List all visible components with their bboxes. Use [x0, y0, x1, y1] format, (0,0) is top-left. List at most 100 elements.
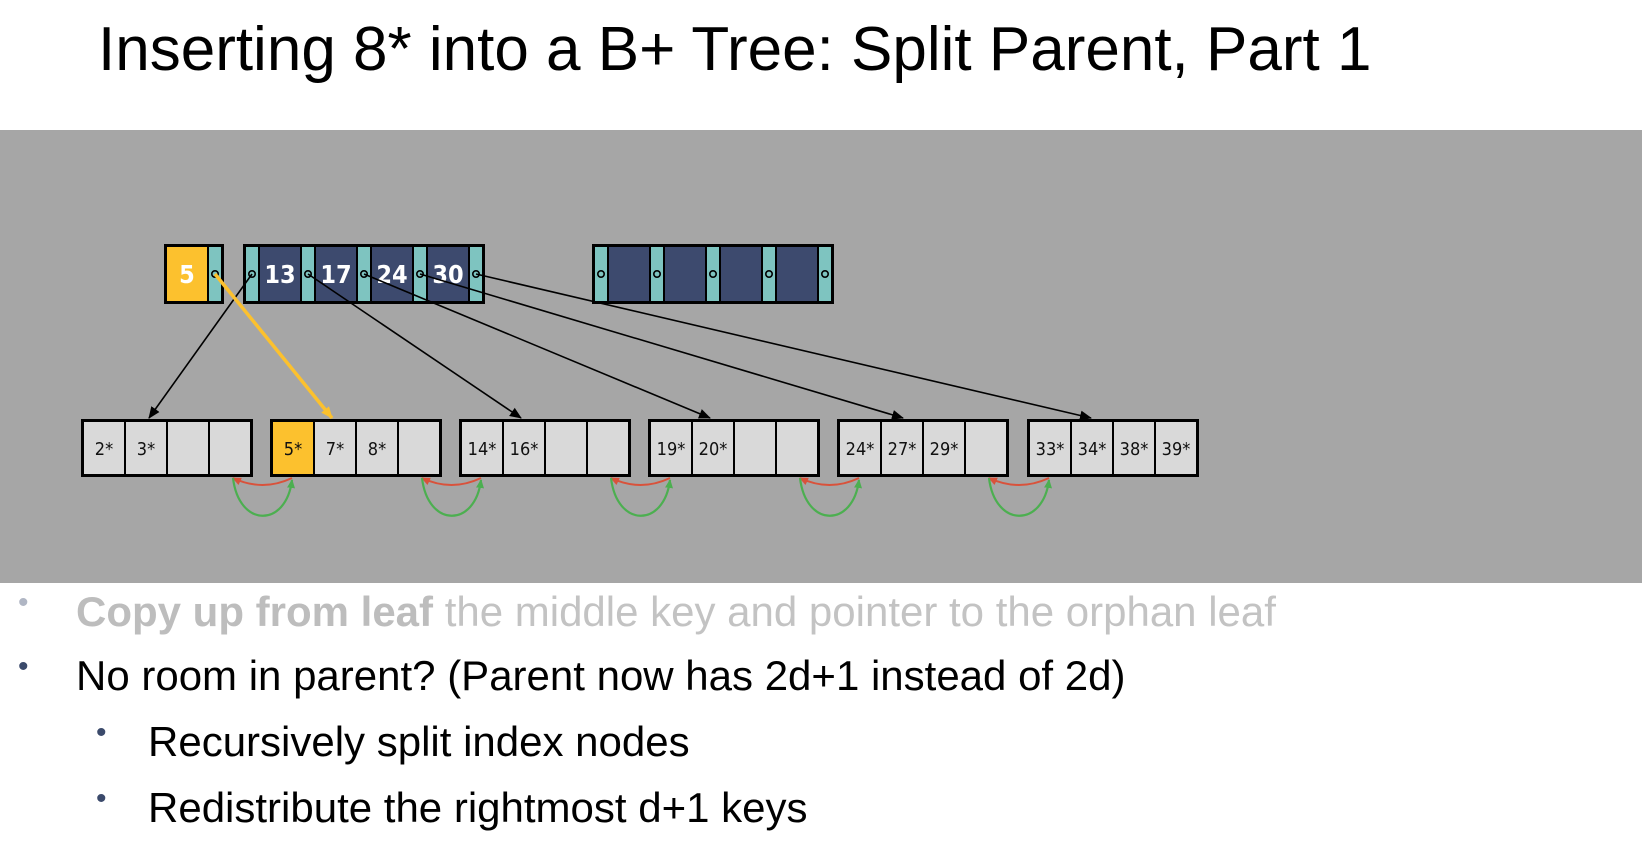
leaf-key-label: 24*: [846, 439, 875, 460]
leaf-cell: [1070, 420, 1114, 476]
leaf-key-label: 16*: [510, 439, 539, 460]
index-key-cell: [719, 245, 763, 303]
leaf-cell: [649, 420, 693, 476]
leaf-sibling-links: [231, 477, 1052, 517]
leaf-node: 33*34*38*39*: [1027, 419, 1199, 477]
index-nodes: 5 13 17 24 30: [164, 244, 834, 304]
orphan-key-label: 5: [179, 260, 195, 289]
leaf-key-label: 7*: [326, 439, 344, 460]
leaf-node: 5* 7* 8*: [270, 419, 442, 477]
orphan-key-cell: [165, 245, 209, 303]
leaf-cell: [208, 420, 252, 476]
bplus-tree-diagram: 2*3*5*7*8*14*16*19*20*24*27*29*33*34*38*…: [81, 244, 1199, 517]
bullet-dot: •: [18, 650, 29, 683]
bullet-dot: •: [96, 782, 107, 815]
leaf-cell: [964, 420, 1008, 476]
leaf-node: 2* 3*: [81, 419, 253, 477]
pointer-dot: [415, 269, 424, 278]
leaf-cell: [922, 420, 966, 476]
child-pointer-arrow: [307, 273, 522, 419]
leaf-key-label: 33*: [1036, 439, 1065, 460]
child-pointer-arrows: [148, 272, 1092, 421]
leaf-key-label: 38*: [1120, 439, 1149, 460]
leaf-cell: [124, 420, 168, 476]
bullet-copy-up-text: the middle key and pointer to the orphan…: [433, 588, 1276, 635]
orphan-pointer-arrow: [213, 272, 334, 420]
pointer-slot: [817, 245, 833, 303]
index-key-label: 24: [376, 260, 407, 289]
pointer-dot: [652, 269, 661, 278]
pointer-dot: [359, 269, 368, 278]
leaf-next-link: [609, 477, 673, 517]
leaf-next-link: [798, 477, 862, 517]
orphan-index-node: 5: [164, 244, 224, 304]
slide-title: Inserting 8* into a B+ Tree: Split Paren…: [98, 15, 1372, 84]
index-key-label: 30: [432, 260, 463, 289]
leaf-next-link: [420, 477, 484, 517]
child-pointer-arrow: [363, 273, 711, 419]
pointer-slot: [761, 245, 777, 303]
leaf-node: 24* 27* 29*: [837, 419, 1009, 477]
index-key-cell: [607, 245, 651, 303]
leaf-key-label: 19*: [657, 439, 686, 460]
leaf-nodes: 2*3*5*7*8*14*16*19*20*24*27*29*33*34*38*…: [81, 419, 1199, 477]
leaf-cell: [1154, 420, 1198, 476]
child-pointer-arrow: [475, 273, 1092, 421]
leaf-cell: [775, 420, 819, 476]
leaf-cell: [1028, 420, 1072, 476]
leaf-cell: [733, 420, 777, 476]
leaf-key-label: 2*: [95, 439, 113, 460]
leaf-prev-link: [610, 477, 671, 486]
leaf-cell: [502, 420, 546, 476]
pointer-dot: [764, 269, 773, 278]
leaf-key-label: 8*: [368, 439, 386, 460]
pointer-slot: [593, 245, 609, 303]
pointer-dot: [303, 269, 312, 278]
leaf-cell: [586, 420, 630, 476]
pointer-dot: [248, 269, 257, 278]
pointer-dot: [820, 269, 829, 278]
pointer-slot: [705, 245, 721, 303]
pointer-dot: [211, 269, 220, 278]
leaf-key-label: 20*: [699, 439, 728, 460]
leaf-cell: [880, 420, 924, 476]
leaf-key-label: 39*: [1162, 439, 1191, 460]
new-index-node: [592, 244, 834, 304]
leaf-prev-link: [799, 477, 860, 486]
index-key-cell: [258, 245, 302, 303]
leaf-cell: [544, 420, 588, 476]
bullet-redistribute-text: Redistribute the rightmost d+1 keys: [148, 784, 808, 831]
bullet-copy-up-bold: Copy up from leaf: [76, 588, 434, 635]
bullet-dot: •: [96, 716, 107, 749]
leaf-next-link: [987, 477, 1052, 517]
leaf-key-label: 29*: [930, 439, 959, 460]
index-key-label: 17: [320, 260, 351, 289]
leaf-key-label: 3*: [137, 439, 155, 460]
index-key-cell: [775, 245, 819, 303]
child-pointer-arrow: [419, 273, 904, 420]
leaf-prev-link: [232, 477, 293, 486]
leaf-cell: [838, 420, 882, 476]
leaf-next-link: [231, 477, 295, 517]
leaf-cell: [166, 420, 210, 476]
pointer-slot: [649, 245, 665, 303]
leaf-key-label: 5*: [284, 439, 302, 460]
leaf-cell: [313, 420, 357, 476]
leaf-node: 19* 20*: [648, 419, 820, 477]
leaf-cell: [460, 420, 504, 476]
pointer-dot: [596, 269, 605, 278]
bullet-dot: •: [18, 586, 29, 619]
bullet-recursive-split-text: Recursively split index nodes: [148, 718, 690, 765]
leaf-cell: [271, 420, 315, 476]
index-key-cell: [663, 245, 707, 303]
leaf-cell: [397, 420, 441, 476]
leaf-prev-link: [421, 477, 482, 486]
pointer-dot: [708, 269, 717, 278]
bullet-no-room-text: No room in parent? (Parent now has 2d+1 …: [76, 652, 1126, 699]
index-key-label: 13: [264, 260, 295, 289]
leaf-prev-link: [988, 477, 1050, 486]
leaf-node: 14* 16*: [459, 419, 631, 477]
leaf-key-label: 27*: [888, 439, 917, 460]
leaf-cell: [355, 420, 399, 476]
leaf-key-label: 14*: [468, 439, 497, 460]
